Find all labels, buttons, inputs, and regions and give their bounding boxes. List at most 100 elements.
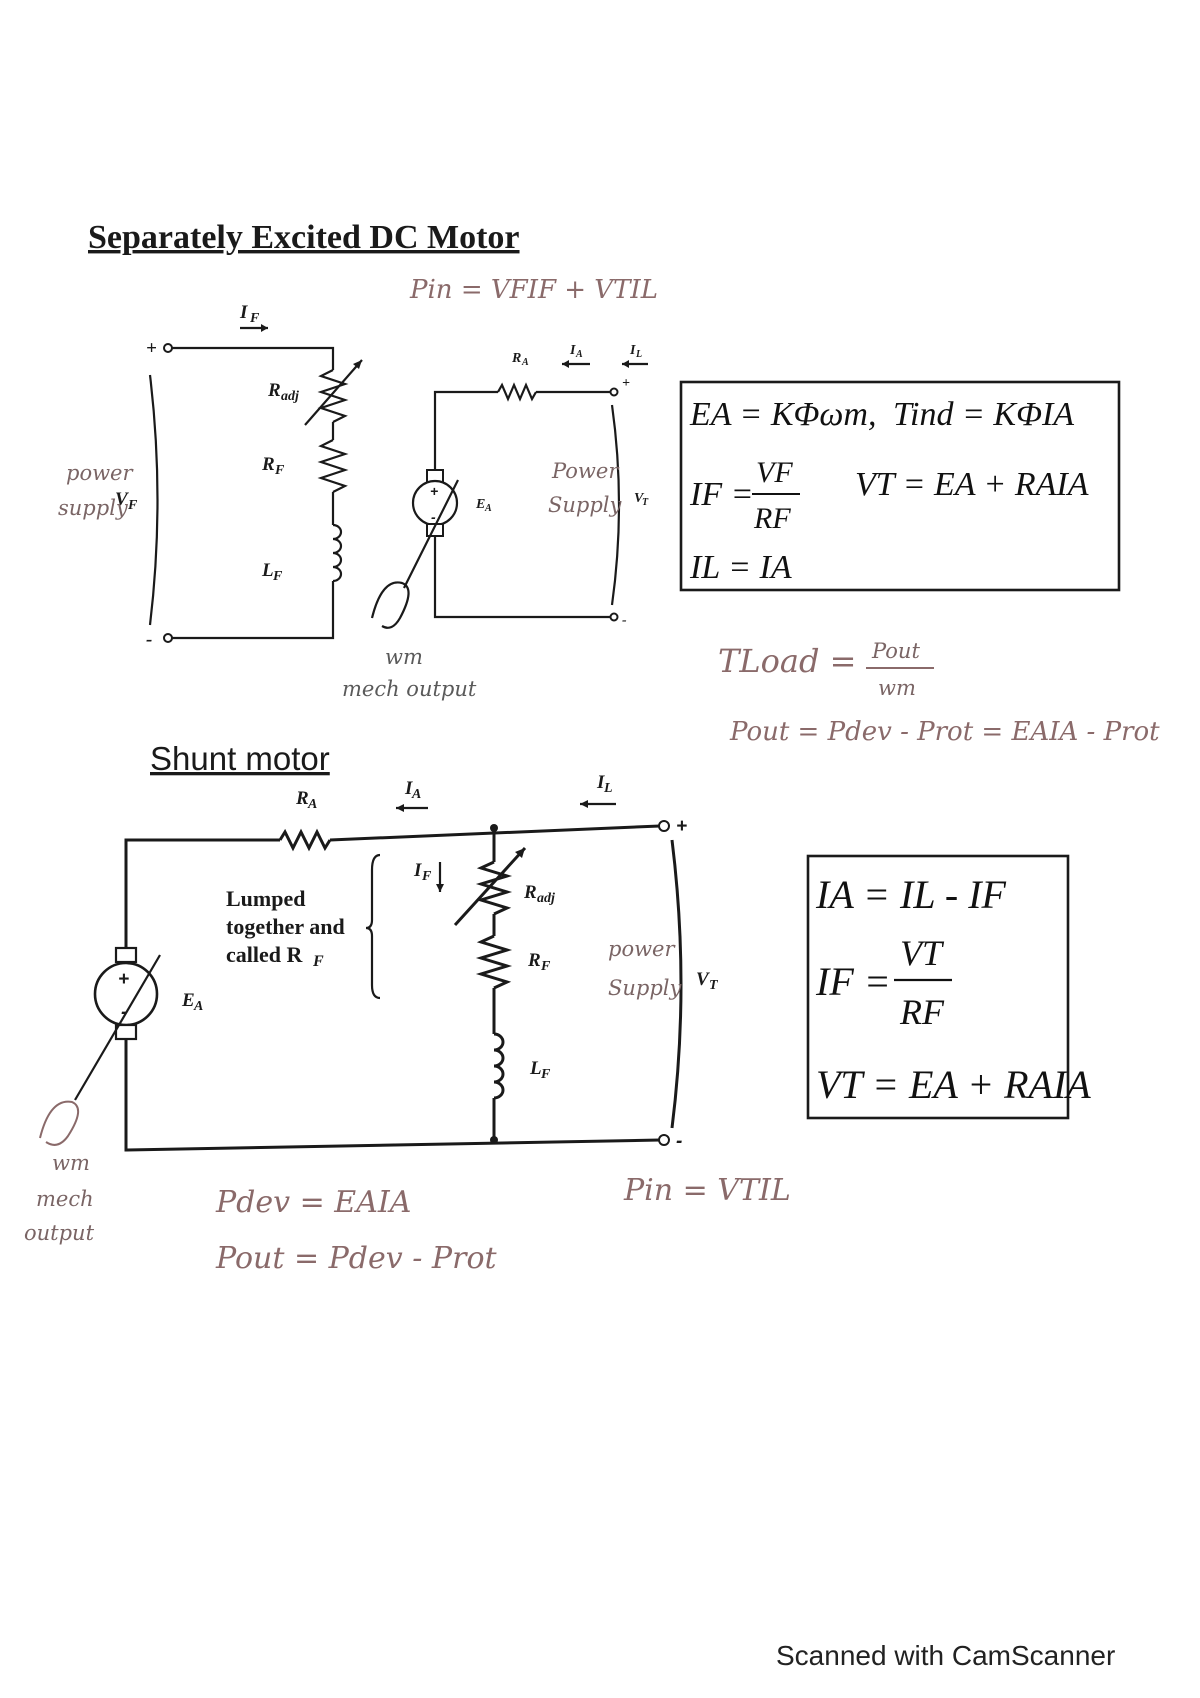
note-power-left: power	[66, 461, 134, 485]
field-plus-terminal: +	[146, 338, 157, 359]
shunt-motor-brush-top	[114, 946, 138, 964]
shunt-shaft-hand-sketch	[39, 1100, 79, 1146]
lumped-note-line3: called R	[226, 942, 303, 967]
shunt-motor-shaft	[74, 954, 161, 1101]
shunt-terminal-top	[658, 820, 670, 832]
shunt-rf-resistor	[475, 934, 513, 990]
arrow-head-ia	[562, 360, 569, 368]
vt-bracket	[610, 404, 621, 606]
radj-resistor	[317, 369, 349, 423]
motor-shaft	[403, 479, 459, 589]
label-shunt-ra: R	[295, 788, 309, 809]
label-shunt-lf: L	[529, 1058, 542, 1079]
label-shunt-ra-sub: A	[307, 797, 317, 812]
note-wm-top: wm	[385, 645, 423, 669]
note-shunt-pin: Pin = VTIL	[623, 1173, 791, 1208]
note-shunt-power: power	[608, 937, 676, 961]
shunt-motor-minus: -	[121, 1002, 127, 1023]
note-shunt-wm: wm	[52, 1151, 90, 1175]
shunt-vt-bracket	[670, 839, 683, 1129]
vf-bracket	[148, 374, 159, 626]
label-ia: I	[569, 343, 576, 358]
lumped-note-line2: together and	[226, 914, 345, 939]
eq-shunt-if-numerator: VT	[900, 933, 945, 973]
note-shunt-pdev: Pdev = EAIA	[215, 1185, 411, 1220]
eq-shunt-if-denominator: RF	[899, 992, 945, 1032]
ra-resistor	[497, 382, 537, 402]
label-shunt-ia-sub: A	[411, 787, 421, 802]
shunt-lf-inductor	[493, 1032, 505, 1100]
camscanner-footer: Scanned with CamScanner	[776, 1640, 1115, 1671]
note-pout-equation: Pout = Pdev - Prot = EAIA - Prot	[729, 717, 1160, 747]
label-shunt-il-sub: L	[603, 781, 613, 796]
label-il: I	[629, 343, 636, 358]
shunt-minus-terminal: -	[676, 1131, 682, 1152]
field-terminal-bottom	[163, 633, 173, 643]
label-rf: R	[261, 454, 275, 475]
note-supply-mid: Supply	[548, 493, 623, 517]
motor-plus-sign: +	[430, 483, 438, 499]
arrow-head-shunt-ia	[396, 804, 404, 812]
field-terminal-top	[163, 343, 173, 353]
armature-wire-bottom	[433, 536, 610, 619]
shunt-plus-terminal: +	[676, 816, 687, 837]
label-lf-sub: F	[272, 569, 283, 584]
lf-inductor	[332, 523, 343, 583]
note-power-mid: Power	[551, 459, 620, 483]
note-shunt-output: output	[24, 1221, 95, 1245]
label-ia-sub: A	[575, 349, 583, 360]
armature-plus: +	[622, 376, 630, 391]
lumped-note-line1: Lumped	[226, 886, 305, 911]
arrow-head-field-current	[261, 324, 268, 332]
arrow-head-shunt-il	[580, 800, 588, 808]
equations-box-separately	[679, 380, 1121, 592]
note-tload: TLoad =	[718, 642, 856, 680]
lumped-bracket	[365, 853, 381, 1000]
shunt-wire-left-top	[124, 838, 280, 955]
label-shunt-ea: E	[181, 990, 195, 1011]
radj-variable-arrow	[304, 359, 363, 426]
armature-terminal-top	[609, 387, 619, 397]
note-pin-separately: Pin = VFIF + VTIL	[409, 275, 658, 305]
note-shunt-mech: mech	[36, 1187, 94, 1211]
label-lf: L	[261, 560, 274, 581]
label-shunt-radj: R	[523, 882, 537, 903]
label-ra-sub: A	[521, 357, 529, 368]
armature-minus: -	[622, 613, 627, 628]
label-shunt-vt: V	[696, 969, 710, 990]
label-vf: V	[115, 489, 129, 510]
equations-box-shunt	[806, 854, 1070, 1120]
eq-if-denominator: RF	[753, 502, 791, 535]
shaft-hand-sketch	[370, 581, 410, 629]
armature-wire-left-top	[433, 390, 498, 475]
label-vf-sub: F	[127, 498, 138, 513]
eq-if-label: IF =	[689, 476, 754, 513]
label-il-sub: L	[635, 349, 642, 360]
shunt-terminal-bottom	[658, 1134, 670, 1146]
label-ea: E	[475, 497, 485, 512]
label-vt: V	[634, 491, 645, 506]
shunt-radj-arrow	[453, 846, 527, 927]
label-field-current-sub: F	[249, 311, 260, 326]
eq-shunt-ia: IA = IL - IF	[815, 872, 1007, 917]
label-shunt-il: I	[596, 772, 605, 793]
shunt-radj-arrow-head	[515, 848, 525, 858]
eq-if-numerator: VF	[756, 456, 793, 489]
label-radj: R	[267, 380, 281, 401]
shunt-ra-resistor	[278, 828, 332, 852]
eq-ea: EA = KΦωm,	[689, 396, 877, 433]
label-shunt-lf-sub: F	[540, 1067, 551, 1082]
label-shunt-rf: R	[527, 950, 541, 971]
label-radj-sub: adj	[281, 389, 299, 404]
label-shunt-vt-sub: T	[709, 978, 719, 993]
eq-tind: Tind = KΦIA	[893, 396, 1074, 433]
field-wire-bottom	[172, 581, 335, 640]
lumped-note-sub: F	[312, 953, 324, 970]
field-wire-top	[172, 346, 335, 370]
rf-resistor	[317, 439, 349, 493]
label-shunt-if-sub: F	[421, 869, 432, 884]
note-tload-pout: Pout	[871, 639, 920, 663]
note-mech-output-top: mech output	[342, 677, 477, 701]
